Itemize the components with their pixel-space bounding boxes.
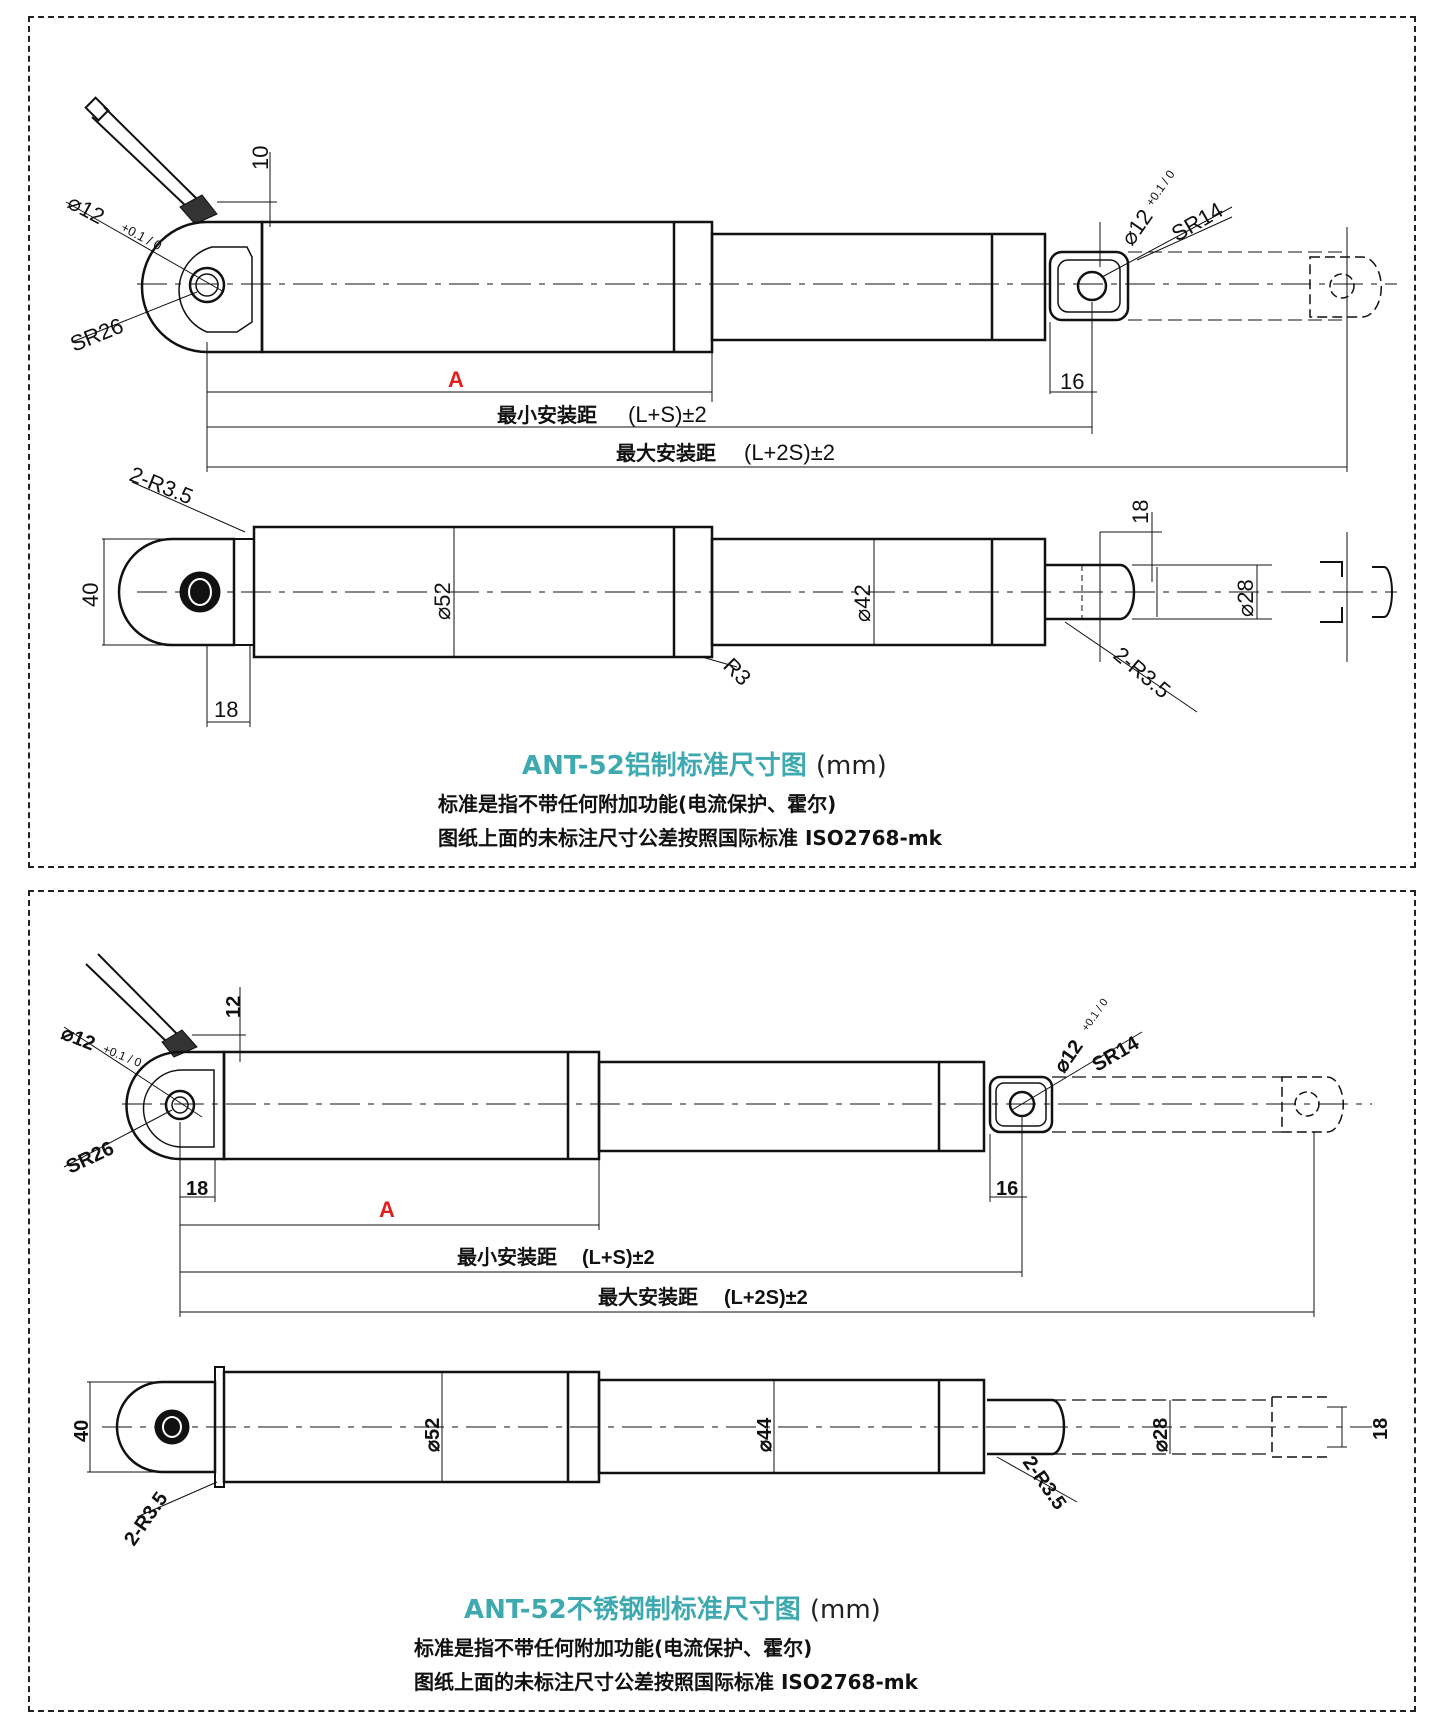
hole-dia-front: ⌀12 [1116, 205, 1158, 250]
title-text: ANT-52不锈钢制标准尺寸图 [464, 1595, 801, 1625]
aluminum-drawing: A 最小安装距 (L+S)±2 最大安装距 (L+2S)±2 16 10 ⌀12… [64, 96, 1397, 727]
housing [260, 220, 1047, 354]
max-install-label: 最大安装距 [616, 441, 716, 465]
max-install-formula: (L+2S)±2 [744, 440, 835, 465]
sr-front: SR14 [1167, 197, 1227, 246]
dim-40: 40 [78, 583, 103, 607]
housing [222, 1050, 986, 1161]
sr-front: SR14 [1089, 1032, 1144, 1077]
title-unit: (mm) [809, 1595, 881, 1625]
dim-10: 10 [248, 146, 273, 170]
drawing-panel-aluminum: A 最小安装距 (L+S)±2 最大安装距 (L+2S)±2 16 10 ⌀12… [28, 16, 1416, 868]
drawing-panel-stainless: A 最小安装距 (L+S)±2 最大安装距 (L+2S)±2 18 16 12 … [28, 890, 1416, 1712]
dim-44: ⌀44 [754, 1417, 776, 1452]
label-a: A [379, 1197, 395, 1222]
dim-42: ⌀42 [850, 584, 875, 622]
max-install-formula: (L+2S)±2 [724, 1287, 808, 1309]
dim-18-rod: 18 [1370, 1418, 1392, 1440]
cable [84, 96, 218, 225]
note-line-2: 图纸上面的未标注尺寸公差按照国际标准 ISO2768-mk [438, 826, 942, 850]
drawing-title: ANT-52不锈钢制标准尺寸图 (mm) [464, 1589, 881, 1626]
min-install-label: 最小安装距 [457, 1245, 557, 1269]
drawing-title: ANT-52铝制标准尺寸图 (mm) [522, 745, 887, 782]
dim-16: 16 [996, 1178, 1018, 1200]
min-install-formula: (L+S)±2 [582, 1247, 655, 1269]
hole-dia-rear: ⌀12 [58, 1022, 98, 1055]
title-text: ANT-52铝制标准尺寸图 [522, 751, 807, 781]
cable [85, 953, 198, 1058]
hole-dia-rear: ⌀12 [64, 189, 109, 229]
side-view [117, 525, 1393, 659]
label-a: A [448, 367, 464, 392]
note-line-2: 图纸上面的未标注尺寸公差按照国际标准 ISO2768-mk [414, 1670, 918, 1694]
dim-52: ⌀52 [422, 1418, 444, 1452]
radius-rear: 2-R3.5 [120, 1488, 172, 1550]
dim-12: 12 [223, 996, 245, 1018]
front-rod-end [988, 1075, 1345, 1134]
note-line-1: 标准是指不带任何附加功能(电流保护、霍尔) [414, 1636, 813, 1660]
note-line-1: 标准是指不带任何附加功能(电流保护、霍尔) [438, 792, 837, 816]
hole-tol-front: +0.1 / 0 [1143, 167, 1178, 208]
radius-rear: 2-R3.5 [126, 461, 197, 509]
sr-rear: SR26 [63, 1137, 118, 1178]
radius-r3: R3 [718, 653, 756, 691]
dim-52: ⌀52 [430, 582, 455, 620]
radius-front: 2-R3.5 [1109, 642, 1176, 704]
hole-tol-front: +0.1 / 0 [1080, 997, 1111, 1034]
rear-clevis [140, 220, 264, 354]
max-install-label: 最大安装距 [598, 1285, 698, 1309]
dim-28: ⌀28 [1233, 579, 1258, 617]
rear-clevis [125, 1050, 226, 1161]
dim-18-clevis: 18 [186, 1178, 208, 1200]
stainless-drawing: A 最小安装距 (L+S)±2 最大安装距 (L+2S)±2 18 16 12 … [58, 953, 1392, 1550]
front-rod-end [1048, 250, 1382, 322]
min-install-formula: (L+S)±2 [628, 402, 707, 427]
sr-rear: SR26 [67, 313, 127, 357]
dim-28: ⌀28 [1150, 1418, 1172, 1452]
title-unit: (mm) [815, 751, 887, 781]
radius-front: 2-R3.5 [1018, 1452, 1070, 1514]
dim-16: 16 [1060, 369, 1084, 394]
dim-40: 40 [71, 1420, 93, 1442]
dim-18-rod: 18 [1128, 500, 1153, 524]
hole-tol-rear: +0.1 / 0 [101, 1042, 144, 1070]
hole-dia-front: ⌀12 [1050, 1036, 1088, 1077]
dim-18-clevis: 18 [214, 697, 238, 722]
min-install-label: 最小安装距 [497, 403, 597, 427]
side-view [115, 1366, 1327, 1488]
